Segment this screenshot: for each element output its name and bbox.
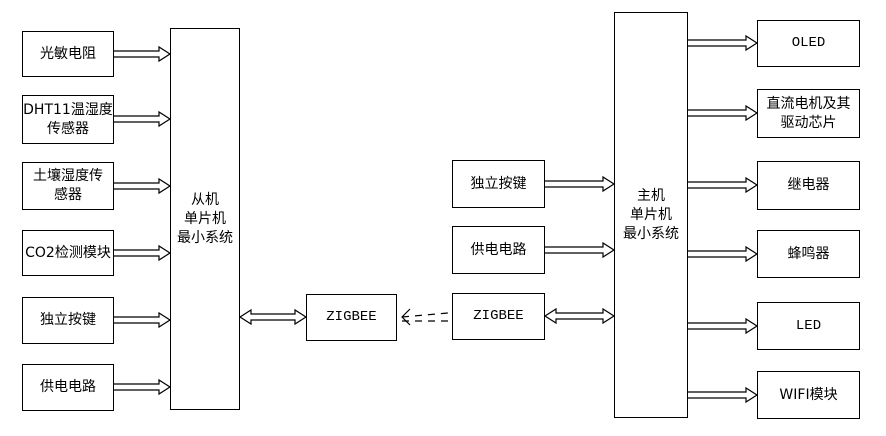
master-key-box: 独立按键: [452, 160, 545, 208]
box-label: CO2检测模块: [25, 244, 111, 261]
output-arrow: [688, 104, 759, 122]
box-label: 独立按键: [40, 312, 96, 328]
box-label: ZIGBEE: [326, 309, 377, 325]
relay-box: 继电器: [757, 161, 860, 210]
oled-box: OLED: [757, 20, 860, 67]
box-label: 从机: [191, 191, 219, 208]
light-sensor-box: 光敏电阻: [22, 31, 114, 77]
bidirectional-arrow: [238, 308, 308, 326]
box-label: WIFI模块: [779, 386, 838, 403]
zigbee-slave-box: ZIGBEE: [306, 294, 397, 341]
wireless-link-line: [401, 312, 449, 318]
master-power-box: 供电电路: [452, 226, 545, 274]
box-label: 直流电机及其: [766, 95, 851, 112]
co2-module-box: CO2检测模块: [22, 230, 114, 276]
output-arrow: [688, 386, 759, 404]
slave-power-box: 供电电路: [22, 364, 114, 411]
led-box: LED: [757, 302, 860, 350]
box-label: 供电电路: [470, 241, 527, 258]
box-label: DHT11温湿度: [23, 101, 113, 118]
bidirectional-arrow: [543, 307, 616, 325]
box-label: 主机: [637, 187, 665, 204]
box-label: 感器: [54, 187, 82, 203]
input-arrow: [114, 311, 172, 329]
input-arrow: [114, 110, 172, 128]
input-arrow: [114, 244, 172, 262]
soil-moisture-sensor-box: 土壤湿度传感器: [22, 162, 114, 210]
output-arrow: [688, 317, 759, 335]
dc-motor-box: 直流电机及其驱动芯片: [757, 89, 860, 138]
box-label: 传感器: [47, 120, 89, 137]
wireless-link-head: [401, 308, 411, 326]
input-arrow: [114, 378, 172, 396]
box-label: 单片机: [630, 206, 672, 223]
wifi-module-box: WIFI模块: [757, 371, 860, 419]
output-arrow: [688, 176, 759, 194]
box-label: 最小系统: [623, 225, 679, 242]
zigbee-master-box: ZIGBEE: [452, 293, 545, 340]
input-arrow: [545, 241, 616, 259]
input-arrow: [114, 177, 172, 195]
box-label: 继电器: [787, 177, 830, 193]
box-label: 土壤湿度传: [33, 168, 103, 184]
box-label: 独立按键: [470, 175, 527, 192]
box-label: ZIGBEE: [473, 308, 524, 324]
box-label: LED: [795, 317, 822, 334]
box-label: 光敏电阻: [40, 45, 96, 62]
box-label: 单片机: [184, 210, 226, 227]
input-arrow: [114, 45, 172, 63]
box-label: 驱动芯片: [780, 114, 837, 131]
master-mcu-box: 主机 单片机 最小系统: [614, 12, 688, 418]
box-label: 蜂鸣器: [787, 245, 830, 262]
input-arrow: [545, 175, 616, 193]
box-label: 供电电路: [40, 379, 96, 395]
buzzer-box: 蜂鸣器: [757, 230, 860, 278]
slave-mcu-box: 从机 单片机 最小系统: [170, 28, 240, 410]
box-label: OLED: [791, 35, 826, 51]
output-arrow: [688, 245, 759, 263]
box-label: 最小系统: [177, 229, 233, 246]
output-arrow: [688, 34, 759, 52]
slave-key-box: 独立按键: [22, 297, 114, 344]
dht11-sensor-box: DHT11温湿度传感器: [22, 95, 114, 144]
